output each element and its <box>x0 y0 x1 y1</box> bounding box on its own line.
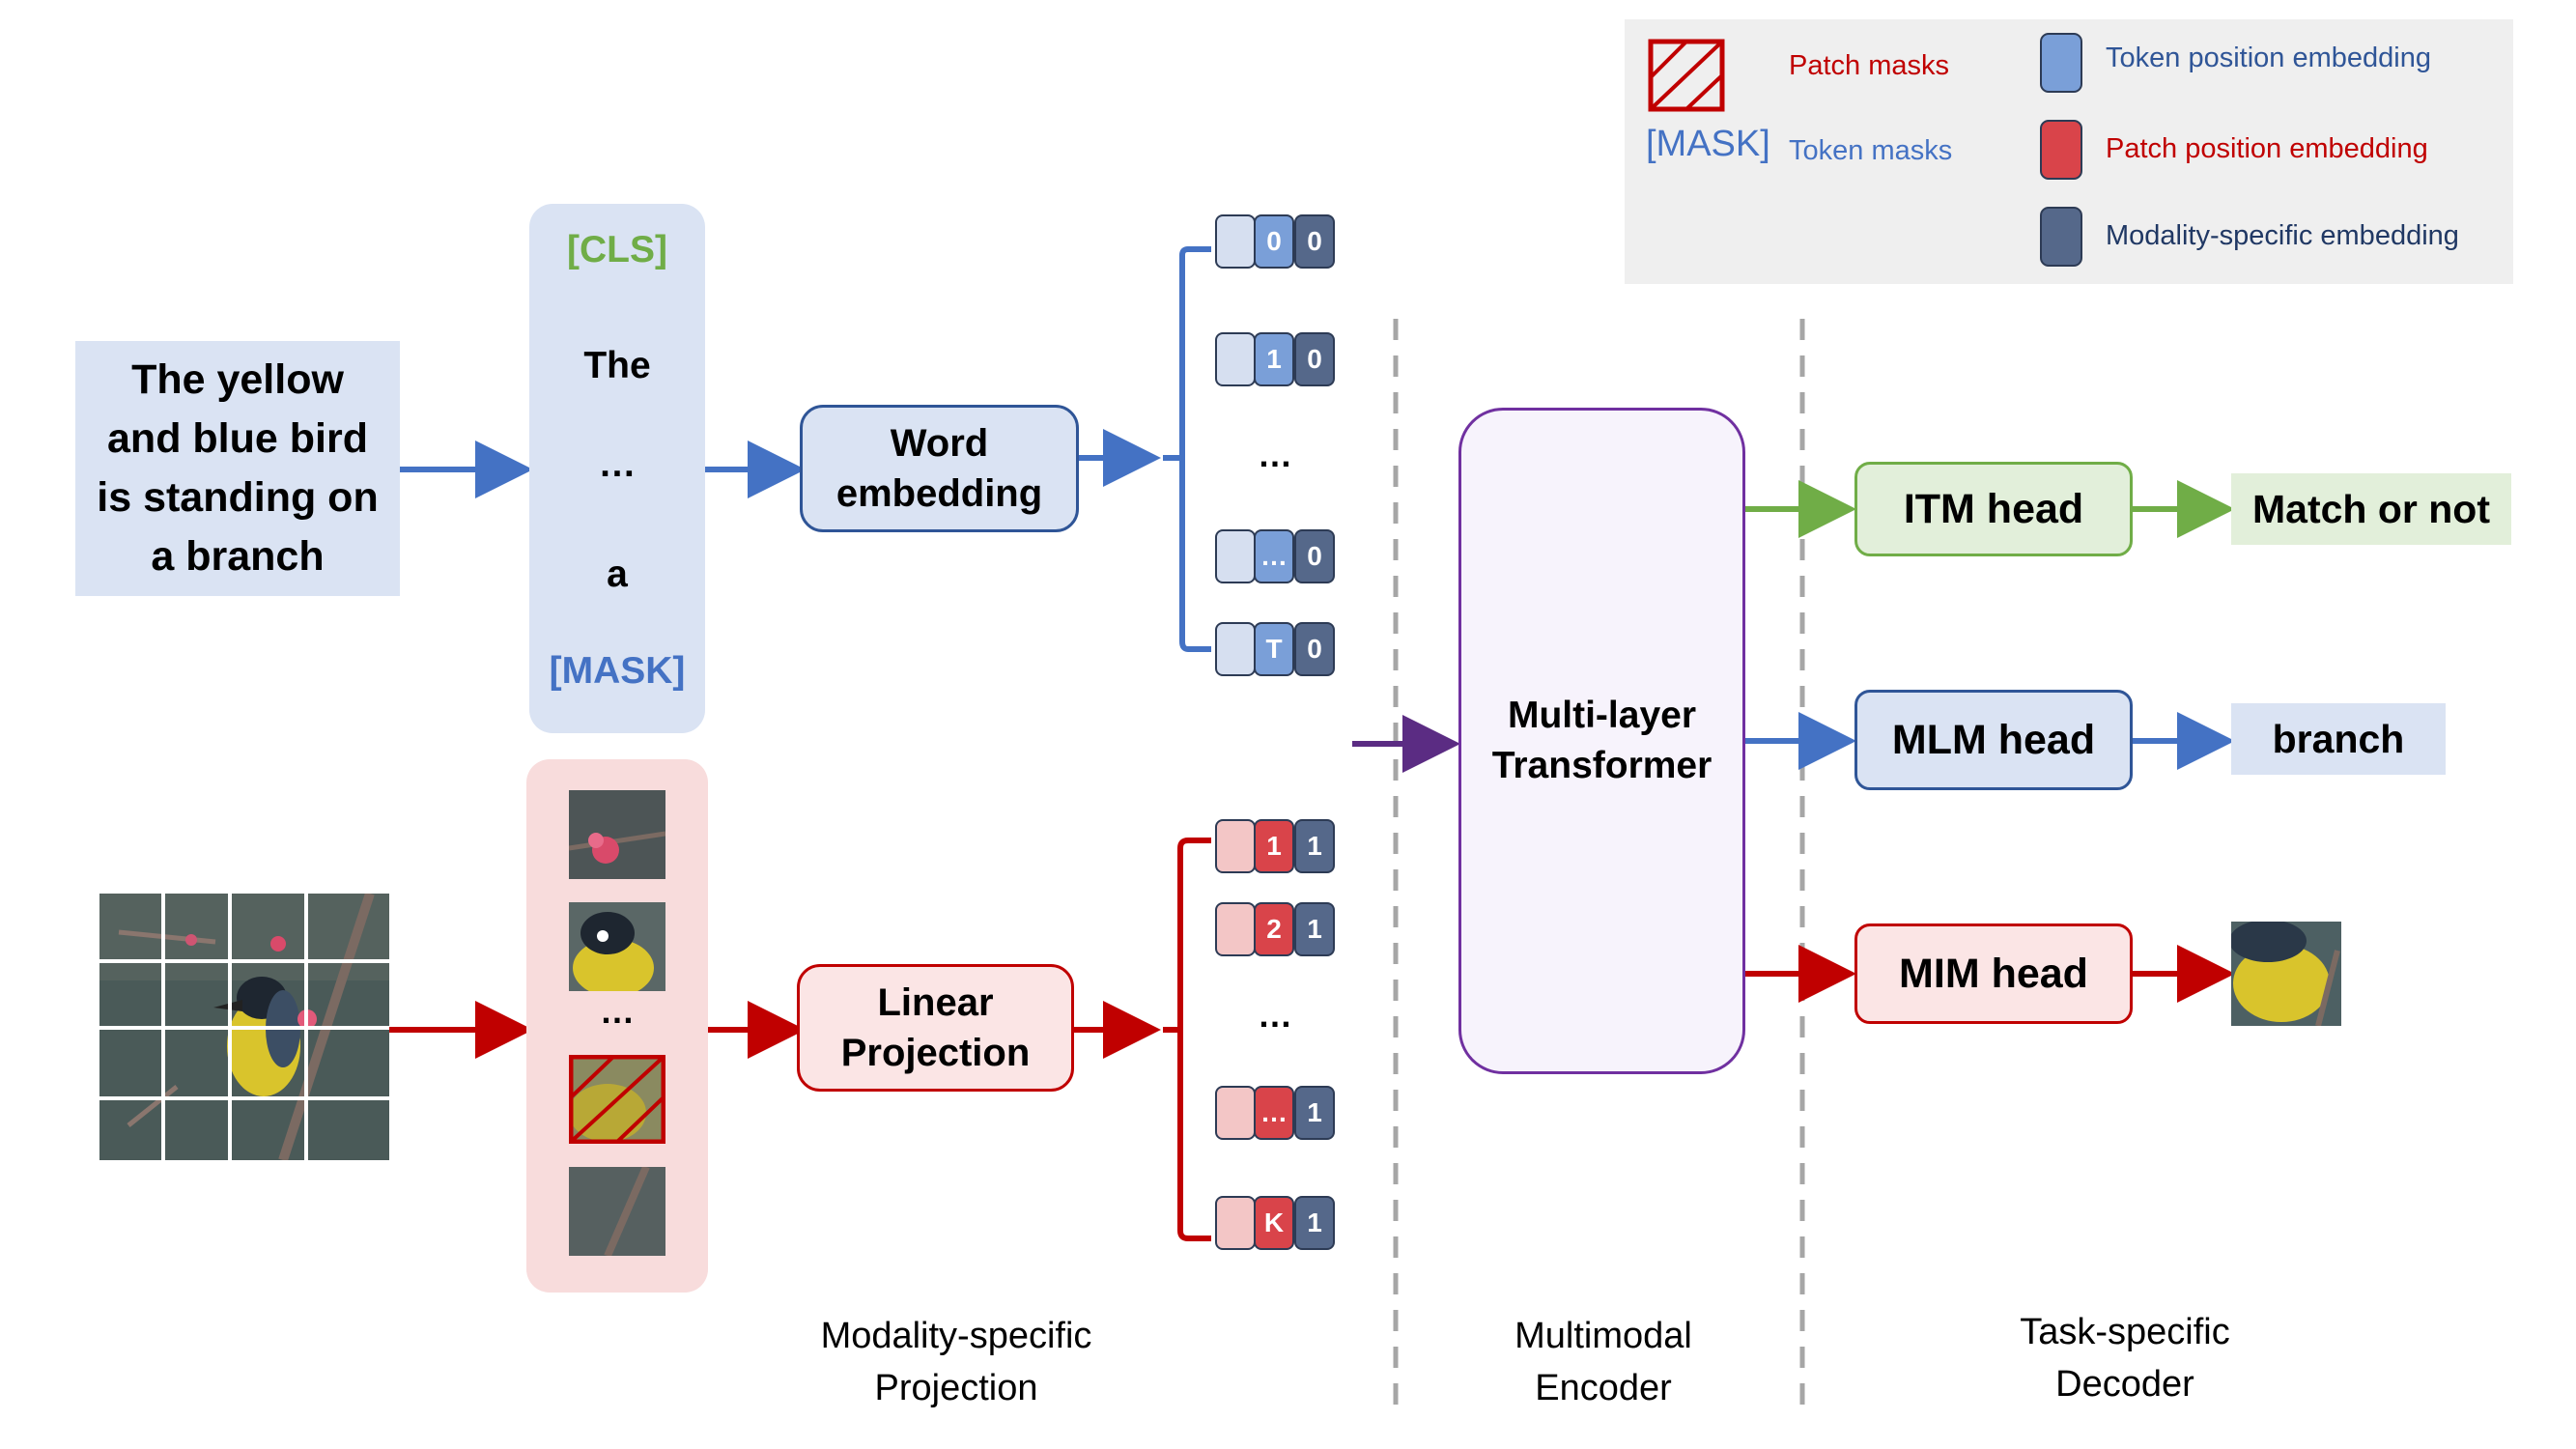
image-embedding-gap: … <box>1258 995 1292 1035</box>
patch-list-ellipsis: … <box>600 991 635 1031</box>
bracket-text-embeddings <box>1163 246 1211 652</box>
patch-position-swatch <box>2040 120 2082 180</box>
input-text-box: The yellow and blue bird is standing on … <box>75 341 400 596</box>
patch-position-cell: … <box>1254 1086 1294 1140</box>
text-embedding-row-3: T 0 <box>1215 622 1335 680</box>
encoder-label-2: Transformer <box>1491 745 1713 786</box>
input-text-line-4: a branch <box>151 533 325 580</box>
word-embedding-label-2: embedding <box>835 472 1043 515</box>
patch-position-cell: K <box>1254 1196 1294 1250</box>
image-embedding-row-2: … 1 <box>1215 1086 1335 1144</box>
text-embedding-row-0: 0 0 <box>1215 214 1335 272</box>
modality-cell: 0 <box>1294 529 1335 583</box>
decoder-section-label-2: Decoder <box>2055 1364 2194 1405</box>
modality-cell: 1 <box>1294 819 1335 873</box>
patch-last <box>569 1167 665 1256</box>
token-position-cell: T <box>1254 622 1294 676</box>
word-embedding-label-1: Word <box>890 422 989 465</box>
projection-label-1: Modality-specific <box>820 1316 1092 1356</box>
mim-head-box: MIM head <box>1854 923 2133 1024</box>
patch-slot <box>1215 1086 1256 1140</box>
itm-head-box: ITM head <box>1854 462 2133 556</box>
decoder-section-label: Task-specific Decoder <box>1951 1306 2299 1410</box>
masked-patch <box>569 1055 665 1144</box>
linear-projection-label-2: Projection <box>840 1032 1031 1074</box>
image-embedding-row-3: K 1 <box>1215 1196 1335 1254</box>
token-slot <box>1215 214 1256 269</box>
patch-slot <box>1215 1196 1256 1250</box>
modality-cell: 0 <box>1294 622 1335 676</box>
bracket-image-embeddings <box>1163 838 1211 1241</box>
encoder-label-1: Multi-layer <box>1507 695 1697 736</box>
patch-position-cell: 1 <box>1254 819 1294 873</box>
mlm-head-box: MLM head <box>1854 690 2133 790</box>
text-embedding-gap: … <box>1258 435 1292 474</box>
projection-label-2: Projection <box>874 1368 1038 1408</box>
patch-position-cell: 2 <box>1254 902 1294 956</box>
token-the: The <box>583 345 651 386</box>
patch-list-panel: … <box>526 759 708 1293</box>
modality-cell: 0 <box>1294 214 1335 269</box>
encoder-section-label: Multimodal Encoder <box>1449 1310 1758 1414</box>
token-slot <box>1215 332 1256 386</box>
patch-1 <box>569 790 665 879</box>
token-ellipsis: … <box>598 443 637 485</box>
patch-slot <box>1215 819 1256 873</box>
projection-section-label: Modality-specific Projection <box>763 1310 1149 1414</box>
input-image-grid <box>99 894 389 1160</box>
token-slot <box>1215 622 1256 676</box>
multilayer-transformer-box: Multi-layer Transformer <box>1458 408 1745 1074</box>
token-position-swatch <box>2040 33 2082 93</box>
legend-token-masks: Token masks <box>1789 135 1953 166</box>
word-embedding-box: Word embedding <box>800 405 1079 532</box>
token-position-cell: 1 <box>1254 332 1294 386</box>
text-embedding-row-1: 1 0 <box>1215 332 1335 390</box>
input-text-line-2: and blue bird <box>107 415 368 462</box>
encoder-section-label-2: Encoder <box>1535 1368 1672 1408</box>
legend-patch-position: Patch position embedding <box>2106 133 2428 164</box>
linear-projection-label-1: Linear <box>877 981 994 1024</box>
encoder-section-label-1: Multimodal <box>1514 1316 1692 1356</box>
mlm-output: branch <box>2231 703 2446 775</box>
token-position-cell: … <box>1254 529 1294 583</box>
modality-swatch <box>2040 207 2082 267</box>
image-embedding-row-1: 2 1 <box>1215 902 1335 960</box>
patch-slot <box>1215 902 1256 956</box>
legend-modality-specific: Modality-specific embedding <box>2106 220 2459 251</box>
decoder-section-label-1: Task-specific <box>2020 1312 2230 1352</box>
modality-cell: 1 <box>1294 1196 1335 1250</box>
modality-cell: 1 <box>1294 902 1335 956</box>
image-embedding-row-0: 1 1 <box>1215 819 1335 877</box>
patch-grid-lines <box>99 894 389 1160</box>
token-list-panel: [CLS] The … a [MASK] <box>529 204 705 733</box>
legend-mask-token: [MASK] <box>1646 124 1770 164</box>
mask-token: [MASK] <box>549 650 686 692</box>
input-text-line-1: The yellow <box>131 356 344 403</box>
cls-token: [CLS] <box>567 229 667 270</box>
token-slot <box>1215 529 1256 583</box>
mim-output-patch <box>2231 922 2341 1026</box>
legend-patch-masks: Patch masks <box>1789 50 1949 81</box>
token-position-cell: 0 <box>1254 214 1294 269</box>
input-text-line-3: is standing on <box>97 474 379 521</box>
itm-output: Match or not <box>2231 473 2511 545</box>
modality-cell: 1 <box>1294 1086 1335 1140</box>
modality-cell: 0 <box>1294 332 1335 386</box>
legend-token-position: Token position embedding <box>2106 43 2431 73</box>
legend-panel: Patch masks [MASK] Token masks Token pos… <box>1625 19 2513 284</box>
token-a: a <box>607 554 628 595</box>
linear-projection-box: Linear Projection <box>797 964 1074 1092</box>
text-embedding-row-2: … 0 <box>1215 529 1335 587</box>
patch-2 <box>569 902 665 991</box>
patch-mask-legend-icon <box>1648 39 1725 112</box>
